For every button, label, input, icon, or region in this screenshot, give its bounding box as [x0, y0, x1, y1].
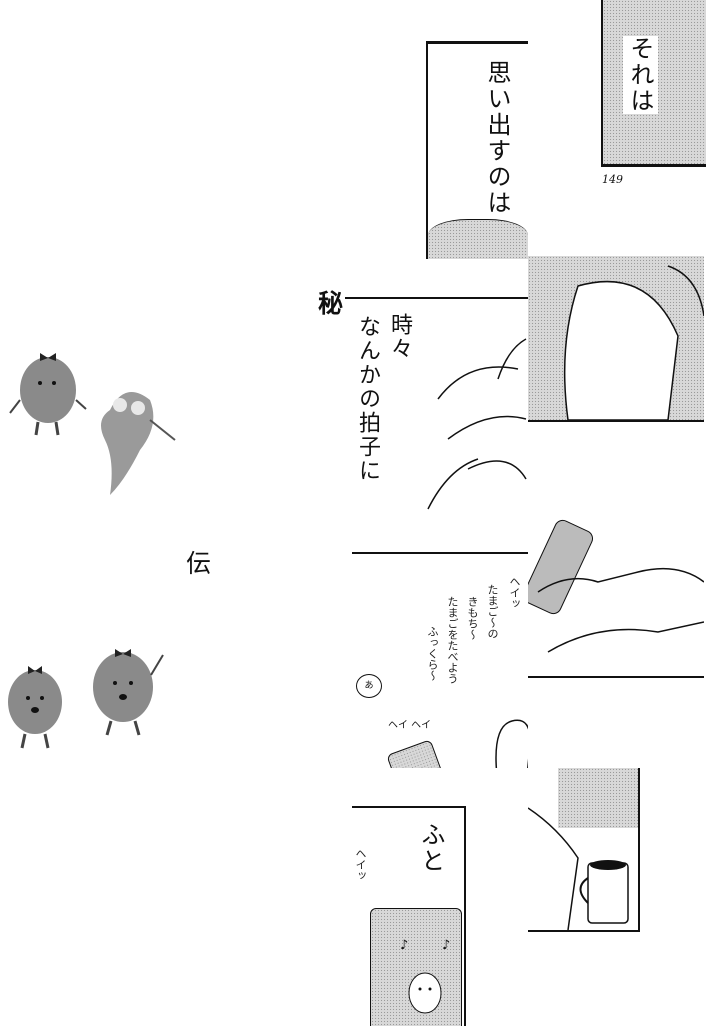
panel-text-nanka: なんかの拍子に [355, 315, 380, 483]
song-hey: ヘイ ヘイ [388, 720, 432, 731]
page-number: 149 [602, 173, 623, 186]
panel-remote [528, 512, 704, 678]
panel-text-tokidoki: 時々 [387, 313, 412, 361]
song-line-1: たまご〜の [486, 584, 499, 639]
egg-character-left-top [9, 353, 87, 436]
hair-sketch [427, 338, 527, 510]
music-note-1: ♪ [400, 938, 409, 953]
egg-character-left-bottom [8, 666, 62, 749]
panel-mug [528, 768, 640, 932]
futo-hey: ヘイッ [354, 848, 367, 881]
song-hey-top: ヘイッ [508, 576, 521, 609]
panel-tokidoki: 時々 なんかの拍子に [352, 299, 528, 512]
hand-sketch [495, 719, 528, 768]
ghost-character [101, 392, 176, 495]
panel-song: ヘイッ たまご〜の きもち〜 たまごをたべよう ふっくら〜 ヘイ ヘイ あ [352, 556, 528, 768]
margin-title-transmission: 伝 [186, 549, 212, 578]
panel-text-futo: ふと [417, 822, 445, 874]
panel-futo: ふと ヘイッ ♪ ♪ [352, 806, 466, 1026]
panel-text-sore: それは [623, 36, 658, 114]
panel-shoulder [528, 256, 704, 422]
remote-closeup [386, 739, 445, 768]
panel-sore: それは [601, 0, 706, 167]
divider-top [345, 297, 528, 299]
divider-middle [352, 552, 528, 554]
song-line-3: たまごをたべよう [446, 596, 459, 684]
remote-control-sketch [528, 519, 704, 653]
person-sketch [563, 265, 704, 420]
mug-icon [528, 807, 629, 930]
panel-text-omoidasu: 思い出すのは [483, 60, 511, 216]
song-line-4: ふっくら〜 [426, 626, 439, 681]
music-note-2: ♪ [442, 938, 451, 953]
song-line-2: きもち〜 [466, 596, 479, 640]
panel-omoidasu: 思い出すのは [426, 41, 528, 259]
speech-bubble-a: あ [356, 674, 382, 698]
margin-title-secret: 秘 [318, 289, 344, 318]
egg-character-on-tv [408, 972, 442, 1014]
egg-character-right-bottom [93, 649, 164, 736]
